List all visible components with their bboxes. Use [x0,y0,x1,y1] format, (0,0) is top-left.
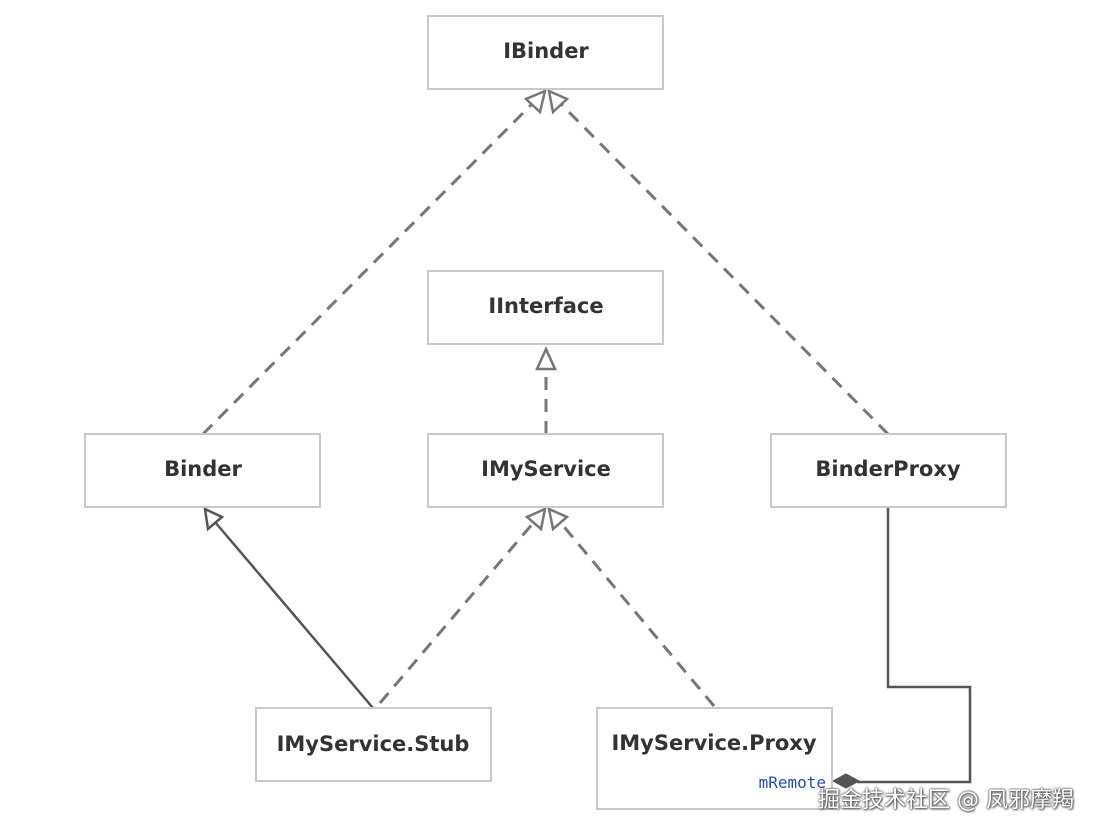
arrowheads [203,88,861,789]
edge-proxy-to-binderproxy [857,507,972,784]
edges [201,101,972,784]
arrowhead-binderproxy-ibinder [547,88,570,115]
node-stub: IMyService.Stub [255,707,492,782]
node-binderproxy-label: BinderProxy [815,457,961,481]
node-ibinder: IBinder [427,15,664,90]
arrowhead-proxy-imyservice [547,506,570,532]
watermark: 掘金技术社区 @ 凤邪摩羯 [818,788,1074,813]
edge-proxy-to-imyservice [558,521,716,707]
node-binderproxy: BinderProxy [770,433,1007,508]
node-binder-label: Binder [164,457,242,481]
edge-binder-to-ibinder [201,101,535,436]
node-stub-label: IMyService.Stub [277,732,470,756]
node-proxy-field: mRemote [759,773,826,792]
arrowhead-imyservice-iinterface [535,345,557,371]
node-iinterface: IInterface [427,270,664,345]
node-imyservice: IMyService [427,433,664,508]
edge-stub-to-binder [214,521,374,709]
node-iinterface-label: IInterface [488,294,603,318]
composition-diamond [831,773,861,789]
edge-binderproxy-to-ibinder [558,101,890,436]
arrowhead-stub-binder [203,506,225,532]
node-imyservice-label: IMyService [481,457,611,481]
node-proxy-label: IMyService.Proxy [611,731,816,755]
node-ibinder-label: IBinder [503,39,589,63]
edge-stub-to-imyservice [378,521,536,704]
node-proxy: IMyService.Proxy mRemote [596,707,833,810]
arrowhead-stub-imyservice [524,506,547,532]
arrowhead-binder-ibinder [523,88,547,115]
node-binder: Binder [84,433,321,508]
